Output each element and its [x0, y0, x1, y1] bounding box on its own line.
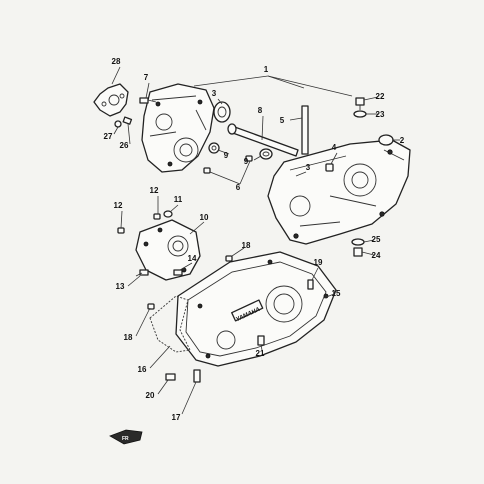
bolt-part-22	[355, 97, 365, 110]
washer-part-25	[351, 238, 365, 246]
callout-label-c19: 19	[314, 258, 323, 267]
leader-line-c18a-0	[231, 247, 245, 257]
bolt-part-20	[165, 373, 176, 381]
seal-part-9-a	[208, 142, 220, 154]
callout-label-c3a: 3	[212, 89, 217, 98]
leader-lines	[111, 66, 400, 415]
leader-line-c18b-0	[135, 307, 151, 337]
left-crankcase-half	[141, 83, 215, 173]
gasket-part-16	[149, 295, 191, 353]
seal-part-11	[163, 210, 173, 218]
cover-part-10	[135, 219, 201, 281]
callout-labels: 1233456789910111212131415161718181920212…	[104, 57, 405, 422]
crankcase-cover-part-15: YAMAHA	[175, 251, 337, 367]
gasket-part-28	[93, 83, 129, 117]
callout-label-c14: 14	[188, 254, 197, 263]
leader-line-c1-2	[267, 75, 353, 97]
leader-line-c17-0	[181, 381, 197, 415]
callout-label-c2: 2	[400, 136, 405, 145]
callout-label-c26: 26	[120, 141, 129, 150]
leader-line-c21-0	[260, 344, 263, 351]
leader-line-c6-0	[209, 171, 241, 185]
bolt-part-13	[135, 269, 149, 277]
leader-line-c12b-0	[120, 210, 123, 229]
callout-label-c6: 6	[236, 183, 241, 192]
leader-line-c28-0	[111, 66, 121, 85]
leader-line-c4-0	[330, 152, 338, 165]
stud-part-5	[301, 105, 309, 155]
callout-label-c16: 16	[138, 365, 147, 374]
leader-line-c19-0	[311, 267, 319, 281]
bolt-part-14	[173, 269, 183, 276]
leader-line-c8-0	[261, 115, 264, 141]
leader-line-c20-0	[157, 379, 169, 395]
leader-line-c9b-0	[253, 155, 262, 161]
leader-line-c11-0	[169, 204, 179, 213]
leader-line-c5-0	[289, 117, 303, 121]
callout-label-c8: 8	[258, 106, 263, 115]
callout-label-c21: 21	[256, 349, 265, 358]
pin-part-27	[114, 120, 122, 128]
callout-label-c15: 15	[332, 289, 341, 298]
callout-label-c5: 5	[280, 116, 285, 125]
plug-part-2	[378, 134, 394, 146]
callout-label-c13: 13	[116, 282, 125, 291]
bolt-part-21	[257, 335, 265, 346]
callout-label-c28: 28	[112, 57, 121, 66]
leader-line-c3a-0	[217, 98, 223, 105]
washer-part-23	[353, 110, 367, 118]
leader-line-c26-0	[127, 123, 131, 145]
callout-label-c22: 22	[376, 92, 385, 101]
bolt-part-17	[193, 369, 201, 383]
leader-line-c6-1	[239, 160, 251, 185]
callout-label-c3b: 3	[306, 163, 311, 172]
callout-label-c25: 25	[372, 235, 381, 244]
dowel-part-12	[117, 213, 161, 234]
callout-label-c12b: 12	[114, 201, 123, 210]
shaft-part-8	[227, 123, 299, 157]
callout-label-c12a: 12	[150, 186, 159, 195]
right-crankcase-half	[267, 139, 411, 245]
leader-line-c9a-0	[217, 149, 230, 155]
bearing-part-3-left	[213, 101, 231, 123]
bolt-part-26	[122, 116, 133, 125]
bolt-part-19	[307, 279, 314, 290]
cap-part-4	[325, 163, 334, 172]
leader-line-c1-1	[267, 75, 305, 89]
callout-label-c1: 1	[264, 65, 269, 74]
callout-label-c7: 7	[144, 73, 149, 82]
leader-line-c16-0	[149, 345, 171, 369]
callout-label-c9a: 9	[224, 151, 229, 160]
dowel-part-6	[203, 155, 253, 174]
callout-label-c20: 20	[146, 391, 155, 400]
callout-label-c17: 17	[172, 413, 181, 422]
callout-label-c4: 4	[332, 143, 337, 152]
front-direction-arrow-icon: FR	[109, 429, 143, 445]
callout-label-c23: 23	[376, 110, 385, 119]
callout-label-c18a: 18	[242, 241, 251, 250]
leader-line-c14-0	[179, 262, 193, 271]
leader-line-c7-0	[145, 82, 150, 99]
callout-label-c27: 27	[104, 132, 113, 141]
leader-line-c27-0	[113, 126, 119, 135]
callout-label-c24: 24	[372, 251, 381, 260]
leader-line-c24-0	[361, 251, 375, 256]
leader-line-c13-0	[127, 275, 141, 287]
callout-label-c10: 10	[200, 213, 209, 222]
callout-label-c18b: 18	[124, 333, 133, 342]
leader-line-c22-0	[363, 96, 379, 101]
leader-line-c1-0	[193, 75, 269, 87]
bolt-part-24	[353, 247, 363, 257]
leader-line-c3b-0	[295, 171, 307, 177]
bolt-part-7	[139, 97, 157, 104]
leader-line-c10-0	[189, 221, 205, 235]
seal-part-9-b	[259, 148, 273, 160]
leader-line-c25-0	[363, 239, 375, 243]
callout-label-c9b: 9	[244, 157, 249, 166]
front-indicator-label: FR	[122, 436, 129, 442]
dowel-part-18	[147, 255, 233, 310]
callout-label-c11: 11	[174, 195, 183, 204]
leader-line-c15-0	[323, 293, 335, 299]
